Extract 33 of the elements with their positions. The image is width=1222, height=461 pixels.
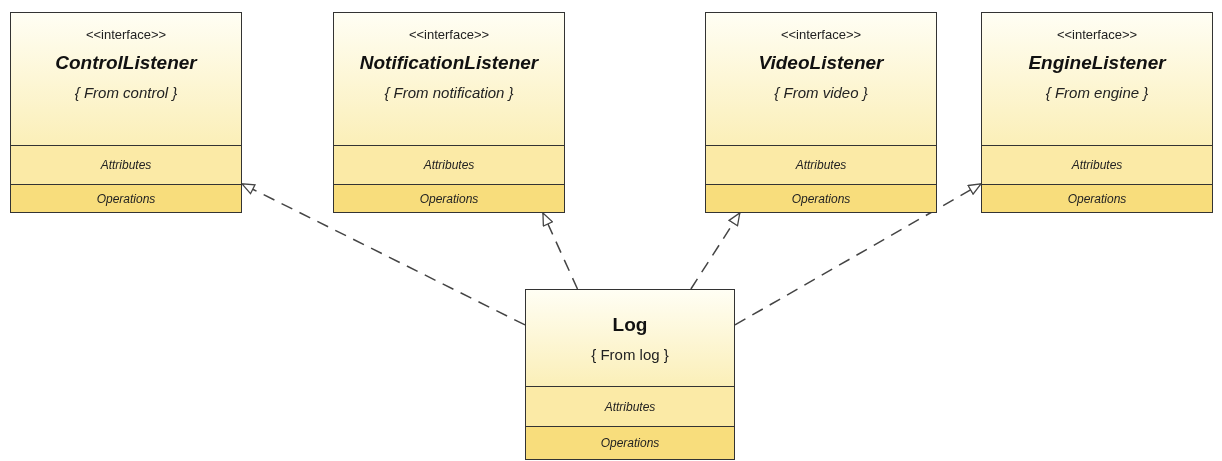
operations-label: Operations — [96, 191, 156, 206]
class-box — [525, 289, 735, 460]
operations-label: Operations — [791, 191, 851, 206]
operations-label: Operations — [419, 191, 479, 206]
class-name: EngineListener — [1028, 52, 1166, 74]
class-name: ControlListener — [55, 52, 197, 74]
class-name: NotificationListener — [359, 52, 539, 74]
class-origin: { From control } — [74, 84, 178, 101]
stereotype-label: <<interface>> — [408, 27, 490, 42]
class-name: VideoListener — [758, 52, 884, 74]
stereotype-label: <<interface>> — [85, 27, 167, 42]
realization-arrow — [241, 183, 526, 326]
class-origin: { From log } — [591, 345, 669, 363]
class-origin: { From notification } — [384, 84, 514, 101]
class-box — [10, 12, 242, 213]
class-origin: { From engine } — [1045, 84, 1149, 101]
realization-arrow — [690, 212, 741, 290]
class-box — [333, 12, 565, 213]
realization-arrow — [734, 183, 982, 326]
operations-label: Operations — [600, 436, 660, 450]
class-box — [981, 12, 1213, 213]
stereotype-label: <<interface>> — [1056, 27, 1138, 42]
stereotype-label: <<interface>> — [780, 27, 862, 42]
realization-arrow — [542, 212, 579, 290]
attributes-label: Attributes — [100, 158, 152, 172]
attributes-label: Attributes — [1071, 158, 1123, 172]
operations-label: Operations — [1067, 191, 1127, 206]
class-origin: { From video } — [774, 84, 868, 101]
class-name: Log — [612, 313, 648, 336]
attributes-label: Attributes — [604, 399, 656, 414]
attributes-label: Attributes — [795, 158, 847, 172]
attributes-label: Attributes — [423, 158, 475, 172]
class-box — [705, 12, 937, 213]
